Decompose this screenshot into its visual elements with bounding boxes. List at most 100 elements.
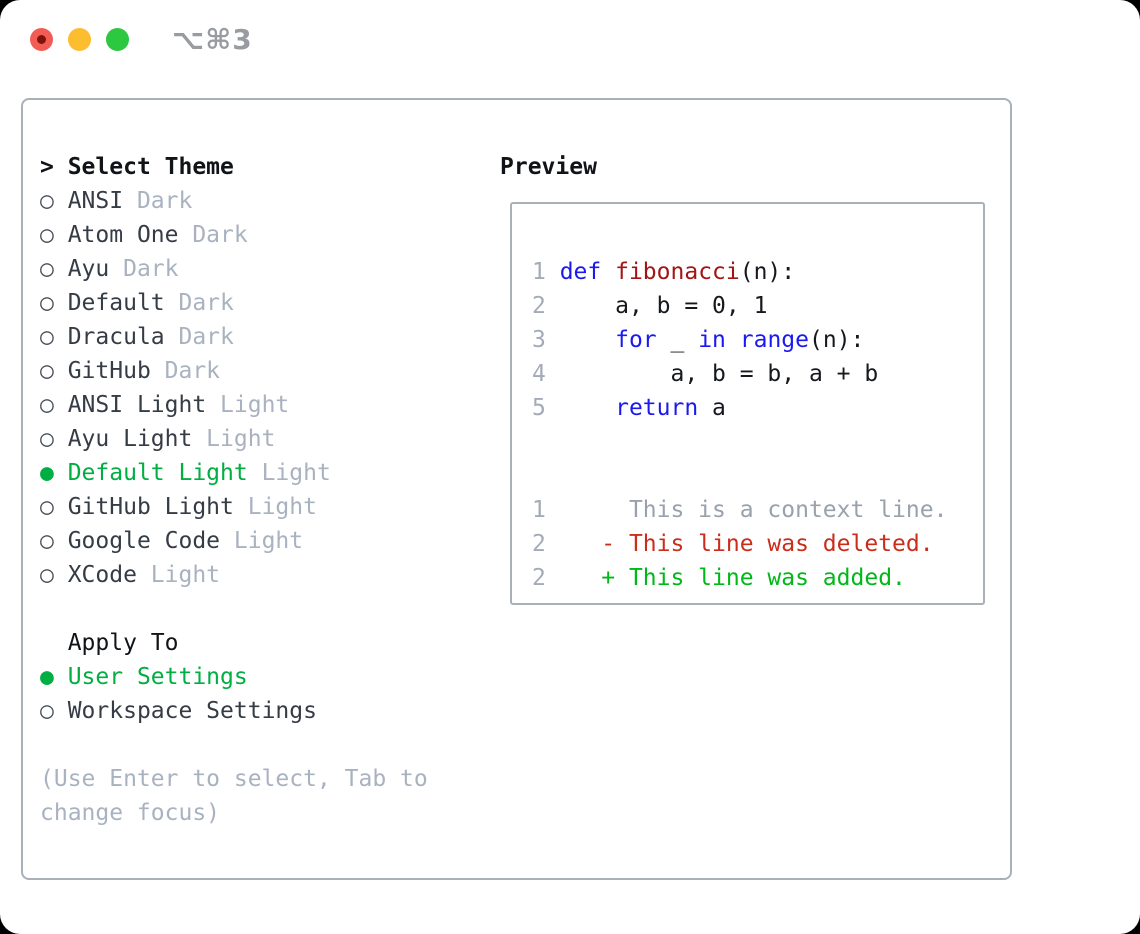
zoom-button[interactable] — [106, 27, 129, 51]
theme-option-ayu[interactable]: ○ Ayu Dark — [40, 252, 428, 286]
preview-line-4: 4 a, b = b, a + b — [532, 357, 947, 391]
preview-line-10: 2 + This line was added. — [532, 561, 947, 595]
code-segment: 2 — [532, 531, 546, 557]
apply-option-label: User Settings — [67, 664, 248, 690]
theme-name: Atom One — [67, 222, 179, 248]
code-segment: a, b = 0, 1 — [545, 293, 768, 319]
theme-variant-tag: Light — [247, 494, 317, 520]
preview-line-6 — [532, 425, 947, 459]
apply-option-user-settings[interactable]: ● User Settings — [40, 660, 428, 694]
theme-name: ANSI Light — [67, 392, 207, 418]
theme-option-github-light[interactable]: ○ GitHub Light Light — [40, 490, 428, 524]
code-segment — [546, 395, 615, 421]
theme-variant-tag: Light — [233, 528, 304, 554]
theme-variant-tag: Light — [150, 562, 221, 588]
preview-line-9: 2 - This line was deleted. — [532, 527, 947, 561]
select-theme-heading: > Select Theme — [40, 150, 428, 184]
radio-icon: ○ — [40, 392, 54, 418]
radio-icon: ○ — [40, 324, 54, 350]
theme-name: GitHub Light — [67, 494, 234, 520]
theme-variant-tag: Dark — [178, 290, 234, 316]
radio-icon: ○ — [40, 698, 54, 724]
theme-variant-tag: Dark — [178, 324, 234, 350]
focus-marker: > — [40, 154, 54, 180]
spacer — [40, 592, 428, 626]
code-segment: a — [698, 395, 726, 421]
spacer — [40, 728, 428, 762]
theme-name: Default — [67, 290, 165, 316]
preview-line-5: 5 return a — [532, 391, 947, 425]
radio-icon: ○ — [40, 358, 54, 384]
theme-name: Dracula — [67, 324, 165, 350]
hint-text: (Use Enter to select, Tab to change focus… — [40, 762, 428, 830]
theme-option-ayu-light[interactable]: ○ Ayu Light Light — [40, 422, 428, 456]
theme-name: Ayu — [67, 256, 110, 282]
code-segment — [601, 259, 615, 285]
minimize-button[interactable] — [68, 27, 91, 51]
code-segment — [546, 565, 601, 591]
theme-variant-tag: Light — [206, 426, 276, 452]
theme-name: XCode — [67, 562, 137, 588]
code-segment — [546, 531, 601, 557]
preview-line-8: 1 This is a context line. — [532, 493, 947, 527]
theme-name: ANSI — [67, 188, 124, 214]
theme-name: Google Code — [67, 528, 221, 554]
code-segment: (n): — [809, 327, 865, 353]
preview-line-7 — [532, 459, 947, 493]
radio-icon: ● — [40, 664, 54, 690]
theme-option-atom-one[interactable]: ○ Atom One Dark — [40, 218, 428, 252]
theme-name: Ayu Light — [67, 426, 193, 452]
window-shortcut-label: ⌥⌘3 — [172, 22, 253, 56]
code-segment: This is a context line. — [545, 497, 948, 523]
hint-line-1: (Use Enter to select, Tab to — [40, 766, 428, 792]
code-segment: _ — [656, 327, 699, 353]
radio-icon: ○ — [40, 494, 54, 520]
apply-to-heading: Apply To — [67, 630, 179, 656]
radio-icon: ○ — [40, 222, 54, 248]
theme-option-ansi-light[interactable]: ○ ANSI Light Light — [40, 388, 428, 422]
code-segment: a, b = b, a + b — [545, 361, 879, 387]
apply-to-list: ● User Settings ○Workspace Settings — [40, 660, 428, 728]
preview-line-2: 2 a, b = 0, 1 — [532, 289, 947, 323]
code-segment: - This line was deleted. — [601, 531, 934, 557]
code-segment: for — [615, 327, 657, 353]
code-segment — [726, 327, 740, 353]
radio-icon: ● — [40, 460, 54, 486]
radio-icon: ○ — [40, 528, 54, 554]
close-button[interactable] — [30, 27, 53, 51]
hint-line-2: change focus) — [40, 800, 221, 826]
theme-variant-tag: Light — [220, 392, 290, 418]
code-segment: 1 — [532, 259, 560, 285]
code-segment: (n): — [739, 259, 796, 285]
modified-indicator-dot — [37, 34, 46, 44]
radio-icon: ○ — [40, 426, 54, 452]
theme-variant-tag: Dark — [136, 188, 193, 214]
code-segment: 3 — [532, 327, 546, 353]
code-segment: 4 — [532, 361, 546, 387]
apply-option-workspace-settings[interactable]: ○Workspace Settings — [40, 694, 428, 728]
preview-line-1: 1 def fibonacci(n): — [532, 255, 947, 289]
theme-option-dracula[interactable]: ○ Dracula Dark — [40, 320, 428, 354]
theme-variant-tag: Dark — [192, 222, 248, 248]
preview-heading: Preview — [500, 154, 597, 180]
titlebar: ⌥⌘3 — [30, 23, 253, 56]
code-segment: range — [739, 327, 810, 353]
theme-option-google-code[interactable]: ○ Google Code Light — [40, 524, 428, 558]
code-segment: fibonacci — [615, 259, 740, 285]
theme-variant-tag: Dark — [123, 256, 179, 282]
radio-icon: ○ — [40, 256, 54, 282]
select-theme-title: Select Theme — [67, 154, 234, 180]
code-segment: return — [615, 395, 699, 421]
theme-variant-tag: Light — [261, 460, 331, 486]
